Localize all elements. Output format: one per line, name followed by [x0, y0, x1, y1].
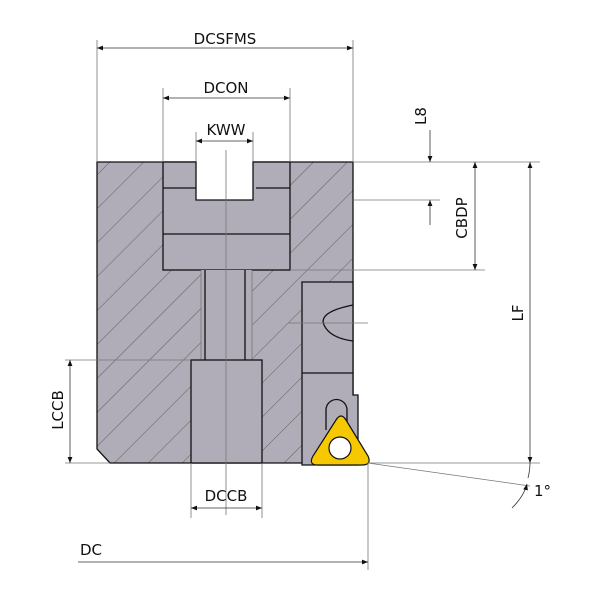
angle-arc: [511, 483, 528, 509]
kww-label: KWW: [207, 121, 246, 139]
dcon-label: DCON: [203, 79, 248, 97]
insert-screw-hole: [328, 436, 352, 460]
angle-label: 1°: [534, 482, 551, 500]
lf-label: LF: [509, 305, 527, 322]
through-bore: [201, 270, 252, 360]
lccb-label: LCCB: [49, 390, 67, 430]
counterbore: [190, 359, 263, 464]
l8-label: L8: [412, 107, 430, 125]
dc-label: DC: [80, 541, 102, 559]
clamp-slot: [325, 398, 348, 430]
dccb-label: DCCB: [205, 487, 248, 505]
dcsfms-label: DCSFMS: [194, 30, 257, 48]
cbdp-label: CBDP: [453, 197, 471, 238]
keyway-notch: [195, 161, 254, 201]
